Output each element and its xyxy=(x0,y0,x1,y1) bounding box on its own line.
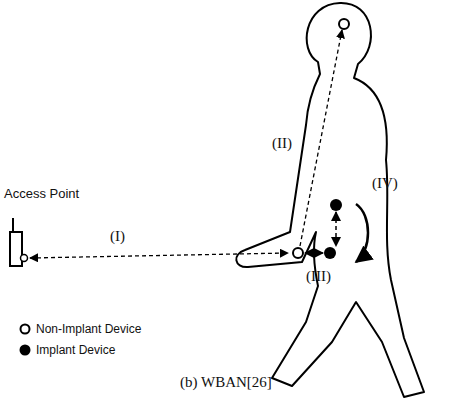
implant-device xyxy=(324,247,336,259)
non-implant-device xyxy=(339,19,349,29)
link-line xyxy=(335,212,337,246)
legend-entry: Implant Device xyxy=(18,343,115,357)
device-node: Access Point xyxy=(4,186,79,201)
legend-swatch xyxy=(18,343,32,357)
link-number: (I) xyxy=(110,228,125,245)
non-implant-device xyxy=(293,248,303,258)
loop-arrow xyxy=(356,204,368,262)
link-line xyxy=(300,30,342,246)
implant-device xyxy=(330,199,342,211)
legend-text: Implant Device xyxy=(36,343,115,357)
device-label: Access Point xyxy=(4,186,79,201)
link-number: (III) xyxy=(306,268,331,285)
link-number: (IV) xyxy=(372,175,398,192)
legend-swatch xyxy=(18,322,32,336)
link-line xyxy=(305,252,323,254)
link-line xyxy=(30,253,288,258)
access-point-icon xyxy=(10,218,28,266)
legend-entry: Non-Implant Device xyxy=(18,322,141,336)
legend-text: Non-Implant Device xyxy=(36,322,141,336)
figure-caption: (b) WBAN[26] xyxy=(180,374,272,391)
human-body xyxy=(236,3,424,397)
link-number: (II) xyxy=(272,135,292,152)
